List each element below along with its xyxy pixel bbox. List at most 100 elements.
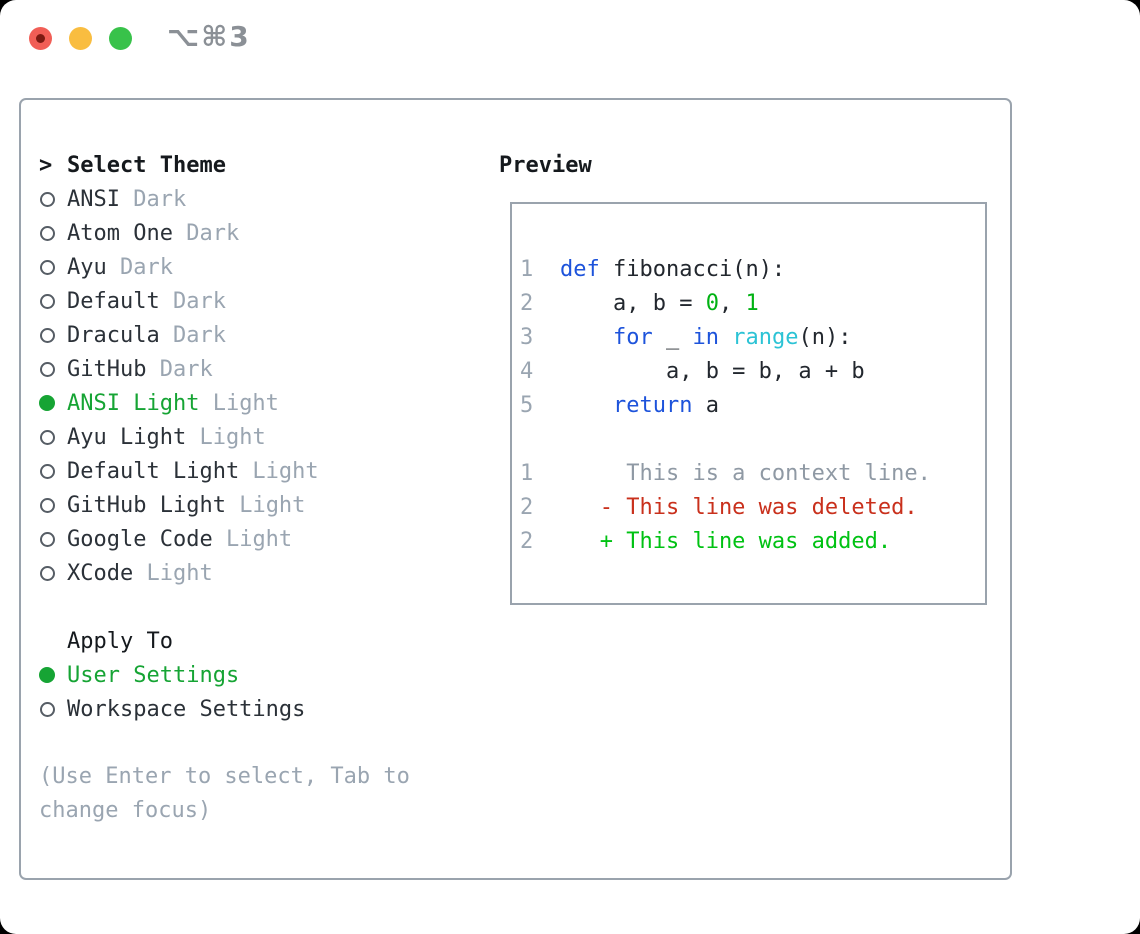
radio-selected-icon [39, 395, 55, 411]
code-token: + This line was added. [560, 528, 892, 554]
code-token: a, b = [560, 290, 706, 316]
theme-variant-tag: Dark [172, 220, 240, 246]
theme-name: ANSI [67, 186, 120, 212]
traffic-lights [29, 27, 132, 50]
code-line-text: return a [560, 393, 719, 418]
theme-variant-tag: Dark [119, 186, 187, 212]
close-button[interactable] [29, 27, 52, 50]
radio-wrap [39, 191, 67, 207]
theme-name: GitHub Light [67, 492, 226, 518]
theme-list-header: > Select Theme [39, 148, 479, 182]
code-token: 0 [705, 290, 719, 316]
radio-icon [40, 259, 55, 275]
theme-name: Ayu Light [67, 424, 187, 450]
code-token: _ [652, 324, 693, 350]
code-line: 1 This is a context line. [520, 456, 985, 490]
code-token [719, 325, 732, 350]
radio-wrap [39, 259, 67, 275]
theme-name: Default Light [67, 458, 240, 484]
code-token [560, 325, 613, 350]
theme-option[interactable]: GitHub Dark [39, 352, 479, 386]
theme-variant-tag: Dark [159, 288, 226, 314]
code-token: - This line was deleted. [560, 494, 918, 520]
code-token: for [612, 324, 653, 350]
radio-wrap [39, 463, 67, 479]
theme-option[interactable]: XCode Light [39, 556, 479, 590]
radio-icon [40, 361, 55, 377]
theme-option[interactable]: ANSI Dark [39, 182, 479, 216]
theme-variant-tag: Dark [146, 356, 213, 382]
theme-option[interactable]: Ayu Dark [39, 250, 479, 284]
theme-name: GitHub [67, 356, 147, 382]
apply-to-header: Apply To [39, 624, 479, 658]
spacer [39, 590, 479, 624]
radio-wrap [39, 361, 67, 377]
radio-icon [40, 497, 55, 513]
code-line [520, 422, 985, 456]
radio-icon [40, 191, 55, 207]
code-line-text: a, b = 0, 1 [560, 291, 759, 316]
radio-selected-wrap [39, 395, 67, 411]
radio-wrap [39, 565, 67, 581]
theme-variant-tag: Dark [159, 322, 226, 348]
zoom-button[interactable] [109, 27, 132, 50]
theme-option[interactable]: ANSI Light Light [39, 386, 479, 420]
hint-text: (Use Enter to select, Tab to change focu… [39, 764, 410, 823]
apply-to-option-label: User Settings [67, 662, 240, 688]
code-line: 4 a, b = b, a + b [520, 354, 985, 388]
code-token: a, b = b, a + b [560, 358, 865, 384]
code-token: 1 [745, 290, 759, 316]
code-line: 1 def fibonacci(n): [520, 252, 985, 286]
theme-variant-tag: Light [133, 560, 213, 586]
code-token: range [732, 324, 799, 350]
line-number: 1 [520, 460, 534, 486]
radio-icon [40, 293, 55, 309]
line-number: 1 [520, 256, 534, 282]
code-line-text: a, b = b, a + b [560, 359, 865, 384]
radio-wrap [39, 497, 67, 513]
code-token: in [692, 324, 719, 350]
theme-option[interactable]: Default Light Light [39, 454, 479, 488]
code-token: (n): [798, 324, 852, 350]
radio-wrap [39, 701, 67, 717]
theme-name: ANSI Light [67, 390, 200, 416]
radio-icon [40, 565, 55, 581]
radio-selected-wrap [39, 667, 67, 683]
code-token: , [718, 290, 746, 316]
radio-icon [40, 701, 55, 717]
code-line: 2 - This line was deleted. [520, 490, 985, 524]
minimize-button[interactable] [69, 27, 92, 50]
code-line: 2 a, b = 0, 1 [520, 286, 985, 320]
code-line-text: def fibonacci(n): [560, 257, 785, 282]
window-shortcut-label: ⌥⌘3 [167, 20, 251, 53]
code-token: def [560, 256, 600, 282]
radio-icon [40, 531, 55, 547]
radio-selected-icon [39, 667, 55, 683]
radio-wrap [39, 327, 67, 343]
code-line-text: - This line was deleted. [560, 495, 918, 520]
preview-title: Preview [499, 152, 592, 178]
radio-icon [40, 429, 55, 445]
theme-option[interactable]: Atom One Dark [39, 216, 479, 250]
apply-to-option[interactable]: User Settings [39, 658, 479, 692]
code-line: 3 for _ in range(n): [520, 320, 985, 354]
theme-option[interactable]: Ayu Light Light [39, 420, 479, 454]
apply-to-option[interactable]: Workspace Settings [39, 692, 479, 726]
theme-option[interactable]: Default Dark [39, 284, 479, 318]
radio-wrap [39, 225, 67, 241]
theme-option[interactable]: Dracula Dark [39, 318, 479, 352]
theme-variant-tag: Light [239, 458, 319, 484]
line-number: 2 [520, 494, 534, 520]
theme-name: Ayu [67, 254, 107, 280]
radio-icon [40, 327, 55, 343]
theme-option[interactable]: Google Code Light [39, 522, 479, 556]
theme-variant-tag: Light [225, 492, 306, 518]
theme-name: Dracula [67, 322, 160, 348]
code-line-text: This is a context line. [560, 461, 931, 486]
theme-option[interactable]: GitHub Light Light [39, 488, 479, 522]
code-token: a [692, 392, 719, 418]
